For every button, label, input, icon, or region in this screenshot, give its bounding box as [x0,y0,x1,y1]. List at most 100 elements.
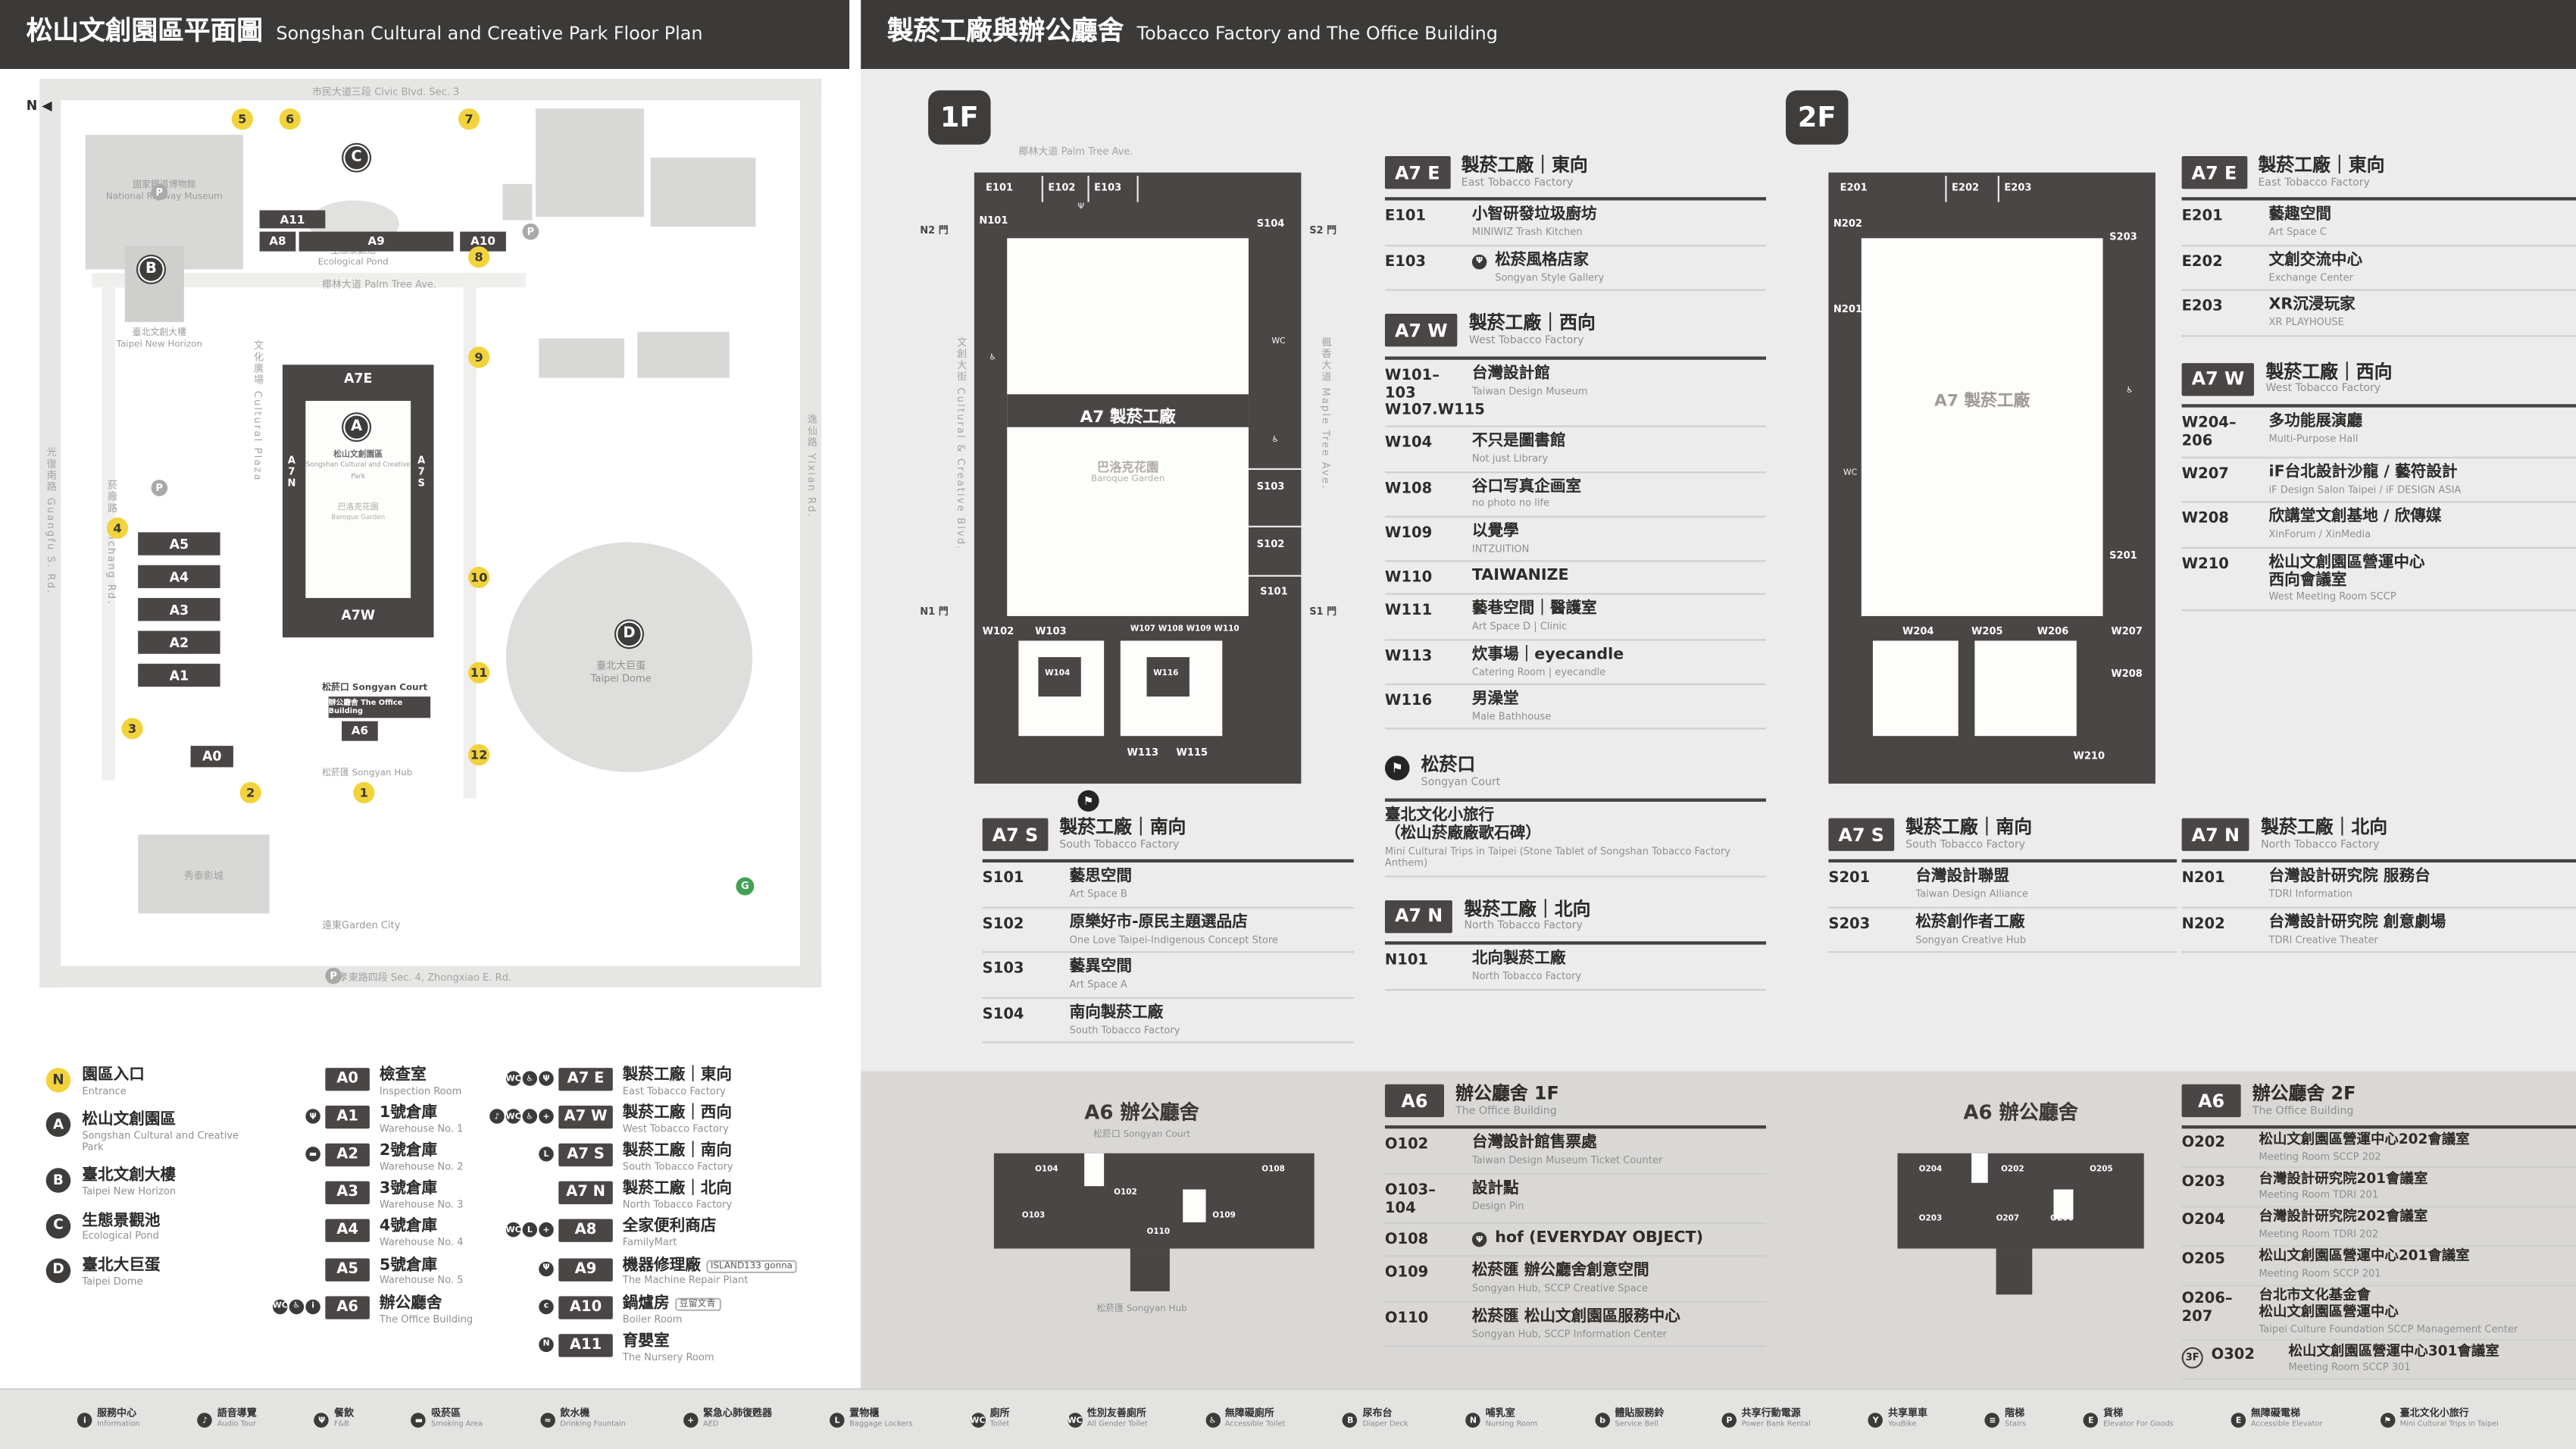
block-a4: A4 [138,565,220,589]
accessible-icon: ♿ [1205,1413,1221,1428]
amenity-icons: L [830,1411,845,1428]
audio-icon: ♪ [489,1109,505,1125]
room-e203: E203 [2004,182,2032,194]
factory-code-badge: A7 W [558,1106,613,1129]
factory-name-en: West Tobacco Factory [622,1123,729,1136]
label-cultural-plaza: 文化廣場 Cultural Plaza [251,340,263,482]
tenant-logo: 豆留文青 [674,1297,721,1311]
footer-amenity-item: ≡ 階梯 Stairs [1985,1408,2026,1429]
room-n202: N202 [1833,218,1862,230]
legend-row: ▬ A2 2號倉庫 Warehouse No. 2 [305,1142,546,1173]
factory-code-badge: A9 [558,1257,613,1281]
badge-a7w-2f: A7 W [2181,362,2255,396]
tenant-zh: 台灣設計館 [1471,364,1550,383]
a6-notch [1084,1153,1105,1187]
amenity-en: Stairs [2005,1420,2026,1429]
factory-name-en: North Tobacco Factory [622,1200,733,1212]
tenant-zh: 男澡堂 [1471,690,1519,709]
divider [1136,175,1139,202]
factory-name-en: East Tobacco Factory [622,1085,726,1097]
room-o203: O203 [1918,1216,1943,1225]
center-band [1007,394,1249,427]
locker-icon: L [539,1147,554,1163]
room-code: W207 [2181,466,2229,483]
tenant-en: Taiwan Design Museum Ticket Counter [1471,1155,1663,1167]
tenant-zh: 欣講堂文創基地 / 欣傳媒 [2268,508,2442,527]
room-w115: W115 [1176,747,1208,759]
parking-icon: P [522,223,539,240]
label-songyan-court: 松菸口 Songyan Court [322,683,428,693]
restaurant-icon: Ψ [1471,1232,1487,1248]
tenant-zh: 小智研發垃圾廚坊 [1471,205,1597,224]
tenant-en: Mini Cultural Trips in Taipei (Stone Tab… [1384,845,1731,870]
sccp-label-zh: 松山文創園區 [333,449,383,460]
legend-row: WC♿Ψ A7 E 製菸工廠｜東向 East Tobacco Factory [506,1066,841,1097]
tenant-zh: 台灣設計研究院 服務台 [2268,868,2431,887]
legend-row: ♪WC♿+ A7 W 製菸工廠｜西向 West Tobacco Factory [489,1104,841,1136]
diaper-icon: B [1343,1413,1358,1428]
amenity-icons: WC [1068,1411,1083,1428]
gate-4: 4 [106,517,129,540]
room-code: S203 [1828,916,1871,934]
city-block [539,338,624,378]
tenant-en: Exchange Center [2268,272,2354,284]
green-building-icon: G [736,877,755,896]
room-e202: E202 [1952,182,1980,194]
room-code: O204 [2181,1213,2225,1230]
room-code: O102 [1384,1138,1429,1154]
room-code: N201 [2181,871,2225,888]
tenant-zh: 多功能展演廳 [2268,412,2363,431]
footer-amenity-item: E 貨梯 Elevator For Goods [2084,1408,2174,1429]
tenant-en: One Love Taipei-Indigenous Concept Store [1069,934,1278,947]
amenity-icons: + [683,1411,699,1428]
directory-entry: W110 TAIWANIZE [1384,562,1766,596]
building-code-badge: A3 [325,1181,370,1205]
courtyard-2f [1861,238,2103,616]
allgender-icon: WC [1068,1413,1083,1428]
room-code: S103 [982,961,1024,978]
marker-b: B [138,256,164,283]
nursing-icon: N [539,1337,554,1352]
room-n201: N201 [1833,304,1862,316]
tenant-zh: 藝思空間 [1069,868,1133,887]
accessible-icon: ♿ [522,1071,538,1086]
restaurant-icon: Ψ [1471,254,1487,270]
room-e101: E101 [986,182,1014,194]
gate-7: 7 [458,108,480,130]
factory-code-badge: A7 N [558,1181,613,1205]
room-code: W110 [1384,571,1433,587]
tenant-en: XR PLAYHOUSE [2268,317,2344,330]
tenant-logo: ISLAND133 gonna [705,1259,798,1273]
building-code-badge: A6 [325,1295,370,1319]
street-label-yanchang: 菸廠路 Yanchang Rd. [105,479,117,606]
tenant-zh: 台北市文化基金會 松山文創園區營運中心 [2259,1288,2399,1321]
footer-amenity-item: ▬ 吸菸區 Smoking Area [411,1408,483,1429]
footer-amenity-item: ≈ 飲水機 Drinking Fountain [540,1408,626,1429]
divider [1997,175,1999,202]
tenant-en: Meeting Room SCCP 202 [2259,1150,2381,1163]
amenity-zh: 無障礙廁所 [1224,1407,1274,1419]
room-w103: W103 [1035,625,1067,638]
badge-a7e-2f: A7 E [2181,155,2247,189]
left-title-zh: 松山文創園區平面圖 [26,14,263,46]
gate-s2: S2 門 [1309,224,1337,237]
building-code-badge: A4 [325,1219,370,1243]
tenant-en: iF Design Salon Taipei / iF DESIGN ASIA [2268,484,2462,496]
room-e201: E201 [1840,182,1868,194]
pond-label-en: Ecological Pond [317,258,389,268]
building-code-badge: A1 [325,1106,370,1129]
tenant-zh: 台灣設計研究院202會議室 [2259,1210,2428,1227]
footer-amenity-item: Y 共享單車 YouBike [1868,1408,1927,1429]
amenity-icons: WC [970,1411,985,1428]
amenity-icons: Ψ [539,1260,554,1276]
